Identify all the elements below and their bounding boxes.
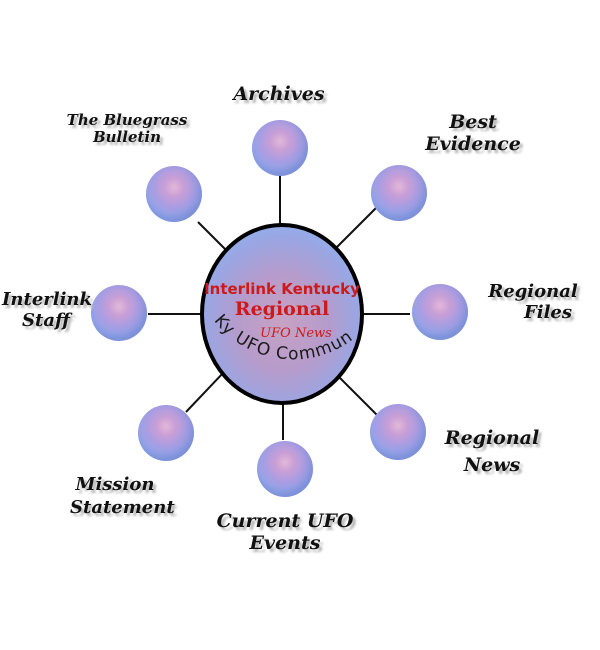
current-ufo-events-label-2: Events [249, 531, 321, 554]
mission-statement-label-2: Statement [70, 497, 175, 519]
hub-circle [200, 223, 364, 405]
connector-best-evidence [335, 207, 377, 249]
current-ufo-events-label-1: Current UFO [216, 510, 354, 532]
regional-files-link[interactable]: Regional Files [478, 281, 588, 323]
best-evidence-label-1: Best [449, 111, 497, 133]
archives-link[interactable]: Archives [224, 83, 334, 106]
bluegrass-bulletin-orb[interactable] [146, 166, 202, 222]
interlink-staff-orb[interactable] [91, 285, 147, 341]
interlink-staff-label-2: Staff [22, 309, 70, 331]
current-ufo-events-orb[interactable] [257, 441, 313, 497]
regional-news-orb[interactable] [370, 404, 426, 460]
hub-subtitle: Regional [234, 298, 330, 320]
hub-title: Interlink Kentucky [204, 280, 360, 298]
archives-label: Archives [233, 83, 325, 105]
archives-orb[interactable] [252, 120, 308, 176]
best-evidence-label-2: Evidence [425, 132, 521, 155]
mission-statement-orb[interactable] [138, 405, 194, 461]
current-ufo-events-link[interactable]: Current UFO Events [210, 510, 360, 555]
bluegrass-bulletin-link[interactable]: The Bluegrass Bulletin [52, 111, 202, 147]
connector-mission-statement [185, 371, 225, 413]
interlink-staff-link[interactable]: Interlink Staff [2, 289, 92, 331]
best-evidence-link[interactable]: Best Evidence [418, 111, 528, 156]
regional-news-label-2: News [463, 453, 521, 476]
mission-statement-link[interactable]: Mission Statement [60, 473, 175, 520]
bluegrass-bulletin-label-2: Bulletin [92, 128, 162, 147]
regional-news-link[interactable]: Regional News [432, 425, 552, 478]
regional-files-label-1: Regional [488, 281, 578, 302]
mission-statement-label-1: Mission [75, 474, 155, 495]
regional-news-label-1: Regional [444, 427, 540, 449]
connector-regional-news [339, 377, 379, 417]
interlink-staff-label-1: Interlink [2, 289, 92, 310]
regional-files-label-2: Files [523, 301, 573, 323]
connector-bluegrass-bulletin [197, 221, 227, 251]
regional-files-orb[interactable] [412, 284, 468, 340]
best-evidence-orb[interactable] [371, 165, 427, 221]
bluegrass-bulletin-label-1: The Bluegrass [66, 111, 188, 129]
hub-tagline: UFO News [260, 326, 332, 341]
